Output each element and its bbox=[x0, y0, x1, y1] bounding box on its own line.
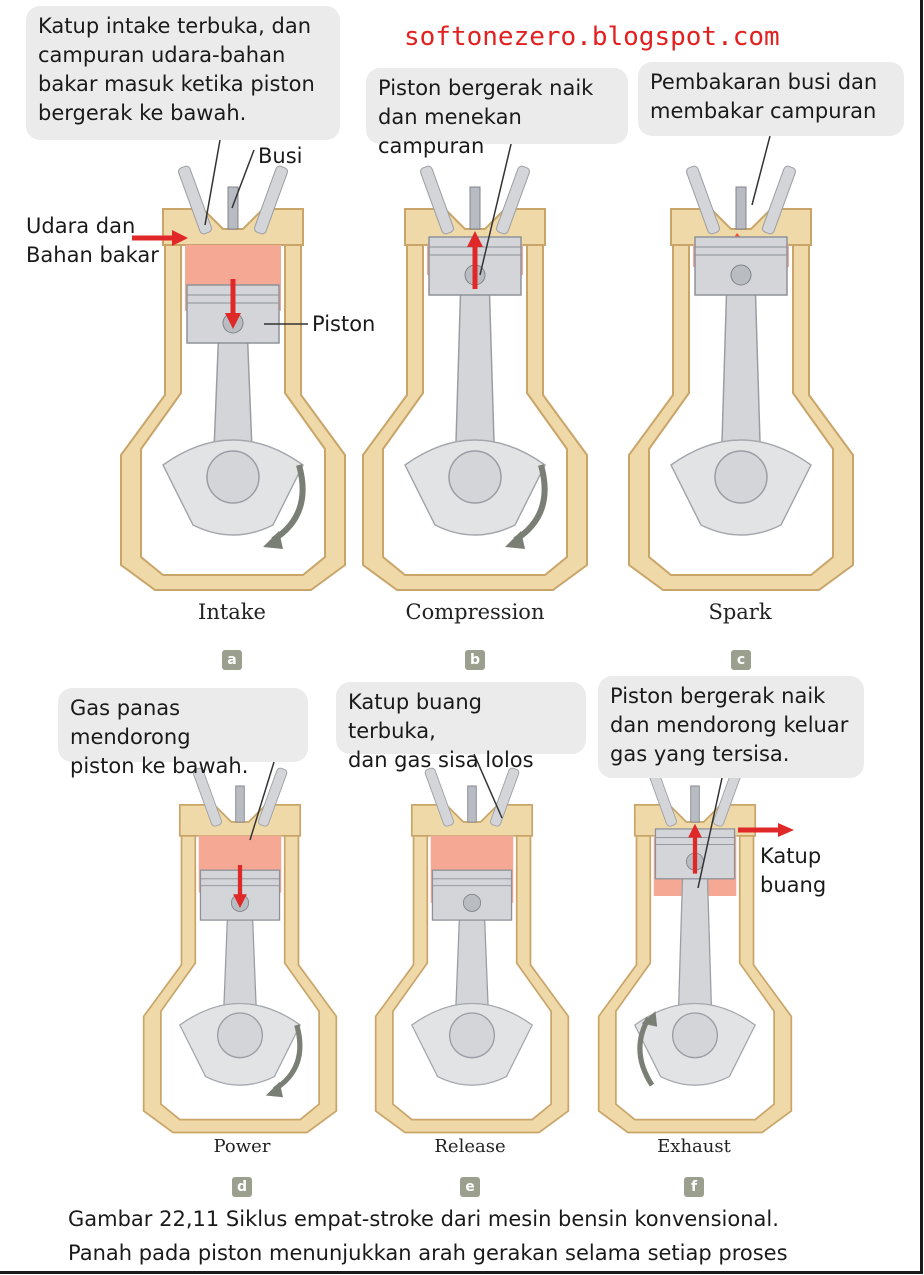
engine-power bbox=[142, 767, 338, 1134]
stroke-title-exhaust: Exhaust bbox=[657, 1136, 731, 1157]
label-katup-buang: Katup buang bbox=[760, 844, 827, 897]
callout-exhaust: Piston bergerak naik dan mendorong kelua… bbox=[598, 676, 864, 778]
callout-compression: Piston bergerak naik dan menekan campura… bbox=[366, 68, 628, 158]
label-busi: Busi bbox=[258, 144, 303, 168]
callout-spark: Pembakaran busi dan membakar campuran bbox=[638, 62, 904, 136]
badge-f: f bbox=[684, 1177, 704, 1197]
engine-release bbox=[374, 767, 570, 1134]
watermark: softonezero.blogspot.com bbox=[404, 22, 780, 52]
callout-power: Gas panas mendorong piston ke bawah. bbox=[58, 688, 308, 778]
engine-intake bbox=[120, 165, 346, 591]
engine-compression bbox=[362, 165, 588, 591]
badge-e: e bbox=[460, 1177, 480, 1197]
stroke-title-compression: Compression bbox=[405, 600, 545, 624]
caption-line-1: Gambar 22,11 Siklus empat-stroke dari me… bbox=[68, 1207, 779, 1231]
label-udara: Udara dan Bahan bakar bbox=[26, 214, 159, 267]
caption-line-2: Panah pada piston menunjukkan arah gerak… bbox=[68, 1241, 788, 1265]
stroke-title-power: Power bbox=[213, 1136, 271, 1157]
stroke-title-intake: Intake bbox=[198, 600, 266, 624]
badge-a: a bbox=[222, 650, 242, 670]
callout-release: Katup buang terbuka, dan gas sisa lolos bbox=[336, 682, 586, 772]
engine-exhaust bbox=[597, 767, 793, 1134]
engine-spark bbox=[628, 165, 854, 591]
callout-intake: Katup intake terbuka, dan campuran udara… bbox=[26, 6, 340, 140]
stroke-title-release: Release bbox=[434, 1136, 506, 1157]
badge-b: b bbox=[465, 650, 485, 670]
label-piston: Piston bbox=[312, 312, 376, 336]
badge-c: c bbox=[731, 650, 751, 670]
badge-d: d bbox=[232, 1177, 252, 1197]
figure-caption: Gambar 22,11 Siklus empat-stroke dari me… bbox=[68, 1202, 788, 1270]
stroke-title-spark: Spark bbox=[708, 600, 772, 624]
